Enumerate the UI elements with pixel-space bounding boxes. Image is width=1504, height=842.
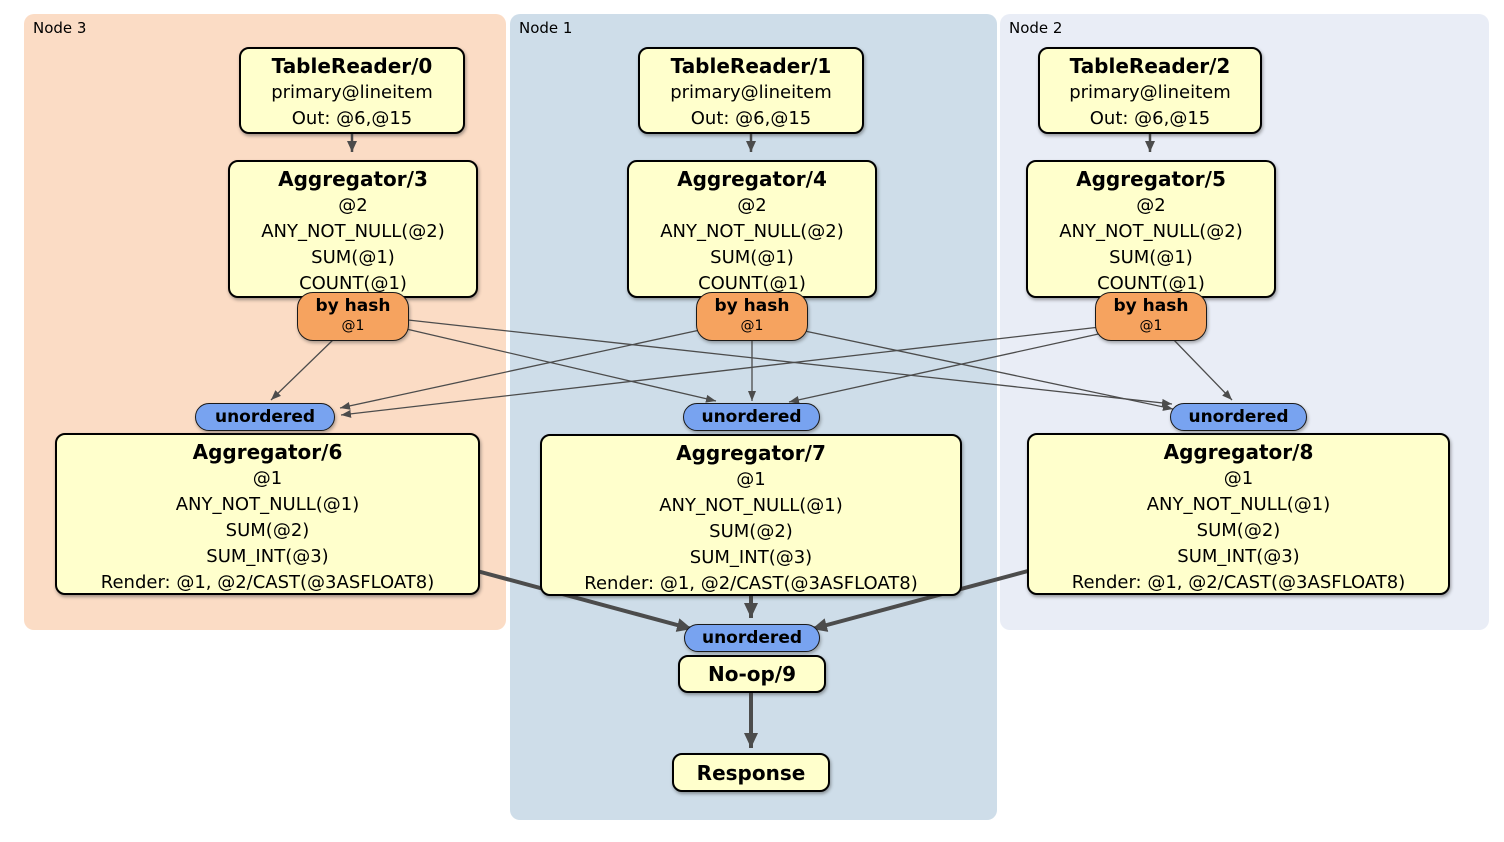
- processor-detail: SUM(@1): [710, 247, 794, 268]
- processor-detail: @2: [338, 195, 368, 216]
- processor-tablereader-1: TableReader/1 primary@lineitem Out: @6,@…: [638, 47, 864, 134]
- processor-detail: COUNT(@1): [299, 273, 407, 294]
- processor-title: TableReader/2: [1069, 54, 1231, 78]
- edge-hash4-unordered-n3: [339, 329, 701, 410]
- stream-unordered-node2: unordered: [1170, 403, 1307, 431]
- panel-node3-label: Node 3: [33, 19, 87, 37]
- router-by-hash-node3: by hash @1: [297, 292, 409, 341]
- processor-detail: Render: @1, @2/CAST(@3ASFLOAT8): [100, 572, 435, 593]
- processor-detail: SUM_INT(@3): [1177, 546, 1300, 567]
- router-by-hash-node2: by hash @1: [1095, 292, 1207, 341]
- processor-aggregator-4: Aggregator/4 @2 ANY_NOT_NULL(@2) SUM(@1)…: [627, 160, 877, 298]
- processor-title: TableReader/0: [271, 54, 433, 78]
- edge-hash3-unordered-n3: [270, 337, 336, 401]
- processor-detail: SUM(@2): [1196, 520, 1281, 541]
- processor-title: Aggregator/6: [192, 440, 343, 464]
- processor-detail: Out: @6,@15: [1089, 108, 1211, 129]
- stream-unordered-node1: unordered: [683, 403, 820, 431]
- processor-title: Aggregator/7: [676, 441, 826, 465]
- edge-hash5-unordered-n1: [788, 332, 1104, 404]
- processor-detail: ANY_NOT_NULL(@2): [261, 221, 445, 242]
- processor-title: TableReader/1: [670, 54, 832, 78]
- processor-title: No-op/9: [707, 662, 797, 686]
- processor-detail: COUNT(@1): [698, 273, 806, 294]
- edge-hash5-unordered-n3: [340, 326, 1101, 418]
- processor-detail: SUM(@2): [709, 521, 793, 542]
- processor-noop-9: No-op/9: [678, 655, 826, 693]
- router-label: by hash: [315, 296, 391, 316]
- processor-detail: ANY_NOT_NULL(@1): [175, 494, 360, 515]
- processor-title: Aggregator/5: [1076, 167, 1226, 191]
- processor-aggregator-3: Aggregator/3 @2 ANY_NOT_NULL(@2) SUM(@1)…: [228, 160, 478, 298]
- router-label: by hash: [714, 296, 790, 316]
- processor-title: Aggregator/8: [1163, 440, 1314, 464]
- processor-detail: @1: [1223, 468, 1254, 489]
- processor-detail: @1: [252, 468, 283, 489]
- edge-hash5-unordered-n2: [1171, 337, 1233, 401]
- processor-aggregator-5: Aggregator/5 @2 ANY_NOT_NULL(@2) SUM(@1)…: [1026, 160, 1276, 298]
- panel-node1-label: Node 1: [519, 19, 573, 37]
- processor-detail: ANY_NOT_NULL(@2): [660, 221, 844, 242]
- processor-tablereader-0: TableReader/0 primary@lineitem Out: @6,@…: [239, 47, 465, 134]
- processor-detail: @2: [1136, 195, 1166, 216]
- router-columns: @1: [1139, 318, 1163, 334]
- processor-title: Aggregator/3: [278, 167, 428, 191]
- edge-hash3-unordered-n2: [407, 319, 1173, 407]
- processor-detail: primary@lineitem: [670, 82, 832, 103]
- processor-detail: primary@lineitem: [271, 82, 433, 103]
- edge-agg6-unordered-final: [476, 569, 693, 632]
- processor-detail: Render: @1, @2/CAST(@3ASFLOAT8): [584, 573, 918, 594]
- router-by-hash-node1: by hash @1: [696, 292, 808, 341]
- processor-detail: Out: @6,@15: [291, 108, 413, 129]
- processor-detail: @1: [736, 469, 766, 490]
- processor-detail: SUM(@1): [311, 247, 395, 268]
- processor-aggregator-6: Aggregator/6 @1 ANY_NOT_NULL(@1) SUM(@2)…: [55, 433, 480, 595]
- processor-detail: @2: [737, 195, 767, 216]
- panel-node2-label: Node 2: [1009, 19, 1063, 37]
- stream-unordered-final: unordered: [684, 624, 820, 652]
- processor-detail: ANY_NOT_NULL(@2): [1059, 221, 1243, 242]
- processor-title: Response: [696, 760, 806, 785]
- processor-detail: COUNT(@1): [1097, 273, 1205, 294]
- processor-detail: ANY_NOT_NULL(@1): [659, 495, 843, 516]
- processor-aggregator-7: Aggregator/7 @1 ANY_NOT_NULL(@1) SUM(@2)…: [540, 434, 962, 596]
- processor-detail: ANY_NOT_NULL(@1): [1146, 494, 1331, 515]
- edge-hash3-unordered-n1: [401, 327, 717, 403]
- processor-aggregator-8: Aggregator/8 @1 ANY_NOT_NULL(@1) SUM(@2)…: [1027, 433, 1450, 595]
- processor-title: Aggregator/4: [677, 167, 827, 191]
- router-columns: @1: [740, 318, 764, 334]
- router-columns: @1: [341, 318, 365, 334]
- processor-tablereader-2: TableReader/2 primary@lineitem Out: @6,@…: [1038, 47, 1262, 134]
- edge-hash4-unordered-n2: [799, 329, 1174, 411]
- processor-response: Response: [672, 753, 830, 792]
- router-label: by hash: [1113, 296, 1189, 316]
- processor-detail: Render: @1, @2/CAST(@3ASFLOAT8): [1071, 572, 1406, 593]
- stream-unordered-node3: unordered: [195, 403, 335, 431]
- processor-detail: primary@lineitem: [1069, 82, 1231, 103]
- processor-detail: SUM_INT(@3): [206, 546, 329, 567]
- processor-detail: SUM_INT(@3): [689, 547, 813, 568]
- processor-detail: SUM(@2): [225, 520, 310, 541]
- processor-detail: SUM(@1): [1109, 247, 1193, 268]
- processor-detail: Out: @6,@15: [690, 108, 812, 129]
- edge-agg8-unordered-final: [811, 569, 1029, 632]
